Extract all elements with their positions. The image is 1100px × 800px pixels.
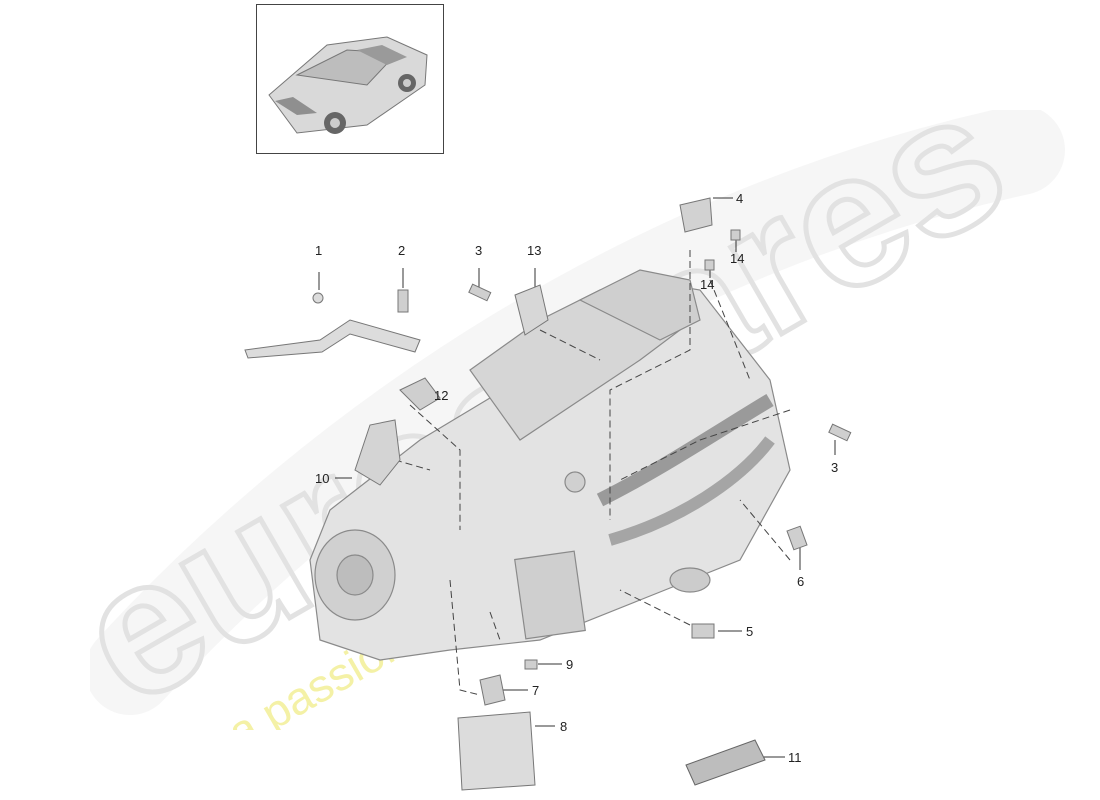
callout-7: 7	[532, 683, 540, 698]
callout-11: 11	[788, 750, 802, 765]
bolt-part-2	[397, 289, 409, 313]
sensor-part-7	[479, 674, 506, 706]
thumbnail-frame	[256, 4, 444, 154]
callout-4: 4	[736, 191, 744, 206]
heat-shield-part-8	[457, 711, 536, 791]
bracket-part-13	[514, 284, 549, 336]
callout-12: 12	[434, 388, 449, 403]
bolt-part-9	[524, 659, 538, 670]
leader-lines	[318, 197, 836, 758]
sensor-part-5	[691, 623, 715, 639]
gearbox-housing	[309, 269, 791, 661]
lever-part-12	[399, 377, 441, 411]
callout-3-upper: 3	[475, 243, 483, 258]
callout-13: 13	[527, 243, 542, 258]
tube-part-11	[685, 739, 766, 786]
bracket-part-4	[679, 197, 713, 233]
bolt-part-14	[704, 229, 741, 271]
callout-3-lower: 3	[831, 460, 839, 475]
car-thumbnail-icon	[268, 36, 428, 134]
sender-part-6	[786, 525, 808, 551]
callout-10: 10	[315, 471, 330, 486]
callout-1: 1	[315, 243, 323, 258]
callout-14-left: 14	[700, 277, 715, 292]
callout-9: 9	[566, 657, 574, 672]
callout-6: 6	[797, 574, 805, 589]
callout-14-right: 14	[730, 251, 745, 266]
actuator-part-10	[354, 419, 401, 486]
sensor-rod-part	[244, 292, 421, 359]
callout-2: 2	[398, 243, 406, 258]
bolt-part-3	[468, 283, 852, 442]
dashed-lines	[394, 250, 791, 696]
callout-5: 5	[746, 624, 754, 639]
callout-8: 8	[560, 719, 568, 734]
